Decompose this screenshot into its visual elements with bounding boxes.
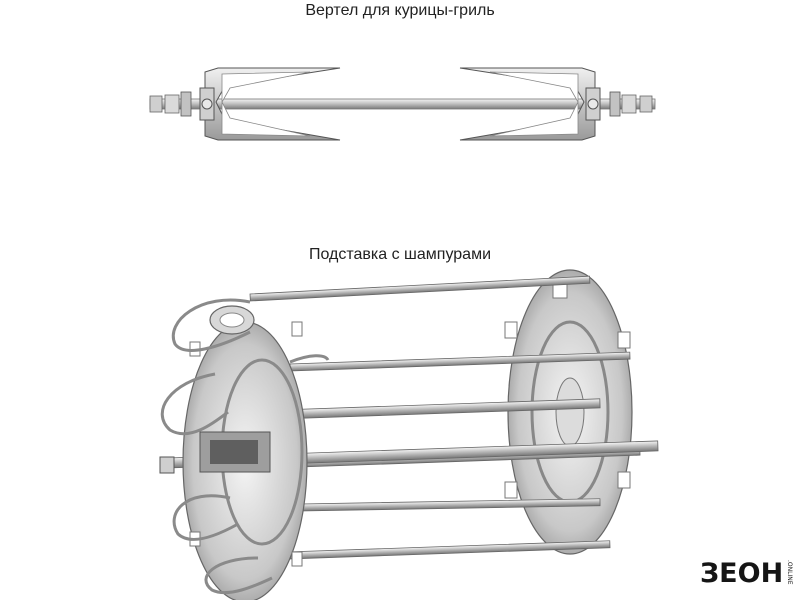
right-fork [459, 67, 601, 141]
left-disc [182, 321, 308, 600]
zeon-logo: ЗЕОН .ONLINE [700, 556, 800, 592]
logo-text: ЗЕОН [700, 558, 784, 589]
right-disc [504, 269, 633, 555]
skewer-rack-image [159, 269, 659, 600]
caption-skewer-rack: Подставка с шампурами [308, 246, 492, 263]
logo-subtext: .ONLINE [786, 560, 793, 585]
skewer-handles [160, 298, 330, 595]
caption-rotisserie-spit: Вертел для курицы-гриль [305, 2, 495, 19]
rotisserie-spit-image [149, 67, 656, 141]
left-fork [199, 67, 341, 141]
